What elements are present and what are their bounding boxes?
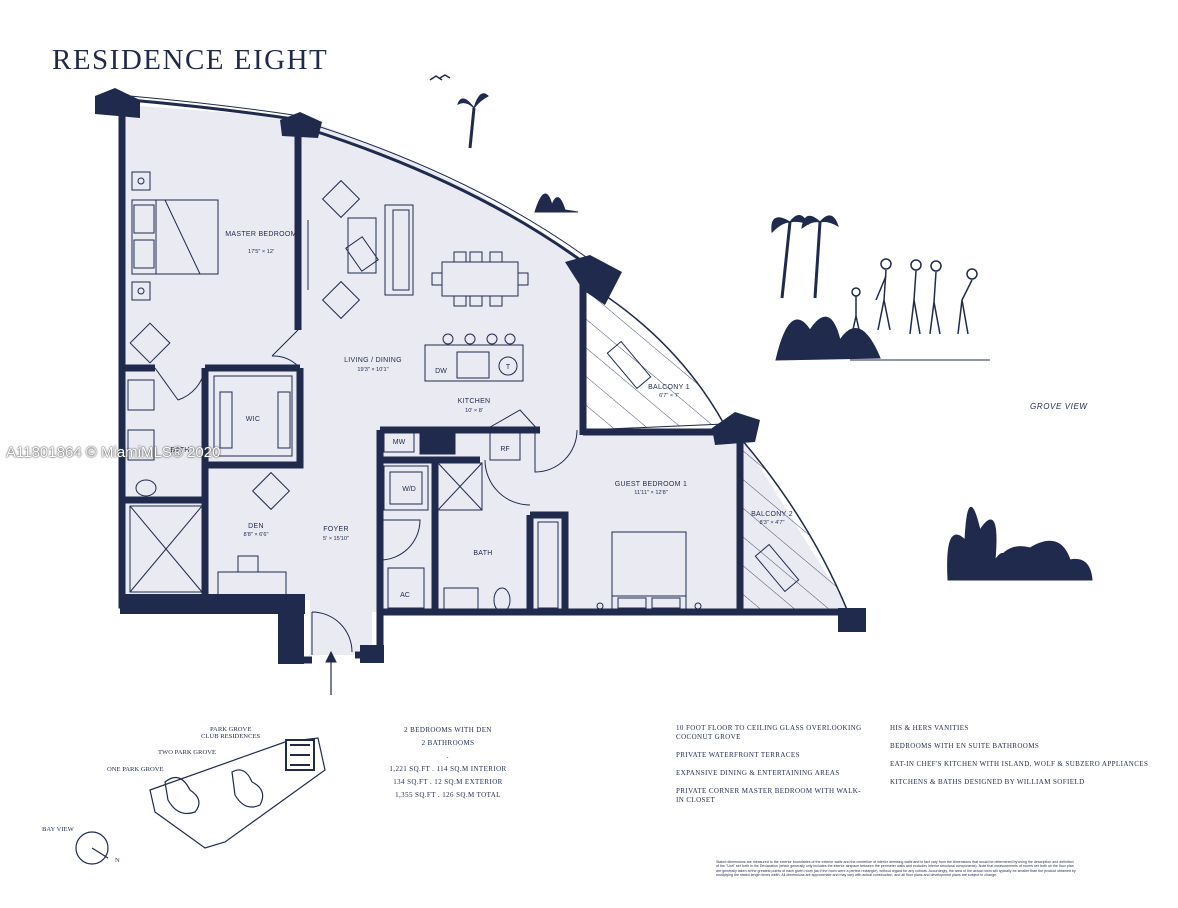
disclaimer: Stated dimensions are measured to the ex… bbox=[716, 860, 1076, 878]
room-name-master-bath: BATH bbox=[170, 447, 189, 454]
room-name-kitchen: KITCHEN bbox=[458, 398, 491, 405]
living-furniture bbox=[307, 179, 529, 382]
feature-item: EXPANSIVE DINING & ENTERTAINING AREAS bbox=[676, 769, 840, 777]
feature-item: EAT-IN CHEF'S KITCHEN WITH ISLAND, WOLF … bbox=[890, 760, 1149, 768]
microwave-label: MW bbox=[393, 439, 406, 446]
room-name-guest: GUEST BEDROOM 1 bbox=[615, 481, 687, 488]
compass-north-label: N bbox=[115, 857, 120, 864]
room-dims-balcony2: 8'3" × 4'7" bbox=[760, 520, 785, 526]
room-name-den: DEN bbox=[248, 523, 264, 530]
spec-exterior: 134 SQ.FT . 12 SQ.M EXTERIOR bbox=[393, 778, 503, 786]
features-column-2: HIS & HERS VANITIES BEDROOMS WITH EN SUI… bbox=[890, 724, 1160, 796]
grove-view-label: GROVE VIEW bbox=[1030, 402, 1088, 411]
feature-item: BEDROOMS WITH EN SUITE BATHROOMS bbox=[890, 742, 1040, 750]
feature-item: PRIVATE CORNER MASTER BEDROOM WITH WALK-… bbox=[676, 787, 861, 804]
den-furniture bbox=[217, 471, 291, 597]
site-label-bay-view: BAY VIEW bbox=[42, 826, 75, 833]
feature-item: PRIVATE WATERFRONT TERRACES bbox=[676, 751, 800, 759]
site-plan-labels: PARK GROVE CLUB RESIDENCES TWO PARK GROV… bbox=[42, 726, 260, 864]
site-label-two-park-grove: TWO PARK GROVE bbox=[158, 749, 216, 756]
room-dims-master: 17'5" × 12' bbox=[248, 249, 274, 255]
spec-bathrooms: 2 BATHROOMS bbox=[421, 739, 475, 747]
site-label-park-grove: PARK GROVE bbox=[210, 726, 251, 733]
master-bed bbox=[129, 171, 219, 364]
structural-columns bbox=[95, 88, 866, 664]
window-glazing bbox=[129, 95, 849, 613]
unit-specs: 2 BEDROOMS WITH DEN 2 BATHROOMS . 1,221 … bbox=[378, 726, 518, 804]
room-name-balcony2: BALCONY 2 bbox=[751, 511, 793, 518]
washer-dryer-label: W/D bbox=[402, 486, 416, 493]
page-title: RESIDENCE EIGHT bbox=[52, 44, 329, 76]
trash-label: T bbox=[506, 364, 511, 371]
room-name-balcony1: BALCONY 1 bbox=[648, 384, 690, 391]
feature-item: HIS & HERS VANITIES bbox=[890, 724, 969, 732]
feature-item: 10 FOOT FLOOR TO CEILING GLASS OVERLOOKI… bbox=[676, 724, 862, 741]
spec-bedrooms: 2 BEDROOMS WITH DEN bbox=[404, 726, 492, 734]
refrigerator-label: RF bbox=[500, 446, 509, 453]
door-swings bbox=[154, 329, 578, 655]
feature-item: KITCHENS & BATHS DESIGNED BY WILLIAM SOF… bbox=[890, 778, 1085, 786]
people-illustration bbox=[850, 258, 990, 361]
room-dims-balcony1: 6'7" × 7' bbox=[659, 393, 679, 399]
master-bath bbox=[127, 379, 203, 593]
fixture-labels: DW T MW RF W/D AC bbox=[393, 364, 511, 599]
kitchen-counters bbox=[383, 431, 559, 613]
room-dims-guest: 11'11" × 12'8" bbox=[634, 490, 667, 496]
tropical-plants-illustration bbox=[947, 506, 1093, 581]
room-labels: MASTER BEDROOM 17'5" × 12' LIVING / DINI… bbox=[170, 231, 793, 557]
walk-in-closet bbox=[213, 375, 293, 457]
spec-total: 1,355 SQ.FT . 126 SQ.M TOTAL bbox=[395, 791, 501, 799]
entry-arrow bbox=[325, 650, 337, 695]
room-dims-living: 19'3" × 10'1" bbox=[357, 367, 388, 373]
spec-interior: 1,221 SQ.FT . 114 SQ.M INTERIOR bbox=[389, 765, 507, 773]
site-label-one-park-grove: ONE PARK GROVE bbox=[107, 766, 164, 773]
room-dims-den: 8'8" × 6'6" bbox=[244, 532, 269, 538]
site-label-club-residences: CLUB RESIDENCES bbox=[201, 733, 260, 740]
room-name-living: LIVING / DINING bbox=[344, 357, 402, 364]
room-name-foyer: FOYER bbox=[323, 526, 349, 533]
features-column-1: 10 FOOT FLOOR TO CEILING GLASS OVERLOOKI… bbox=[676, 724, 866, 814]
room-dims-kitchen: 10' × 8' bbox=[465, 408, 483, 414]
palm-tree-illustration bbox=[429, 74, 881, 361]
room-name-guest-bath: BATH bbox=[473, 550, 492, 557]
room-name-wic: WIC bbox=[246, 416, 261, 423]
room-name-master: MASTER BEDROOM bbox=[225, 231, 296, 238]
room-dims-foyer: 5' × 15'10" bbox=[323, 536, 349, 542]
dishwasher-label: DW bbox=[435, 368, 447, 375]
balcony-2 bbox=[741, 438, 849, 613]
guest-bed bbox=[596, 340, 800, 611]
ac-label: AC bbox=[400, 592, 410, 599]
watermark: A11801864 © MiamiMLS® 2020 bbox=[6, 444, 221, 461]
site-plan-map bbox=[75, 737, 326, 865]
spec-dot: . bbox=[446, 752, 450, 760]
floor-area bbox=[125, 105, 850, 655]
